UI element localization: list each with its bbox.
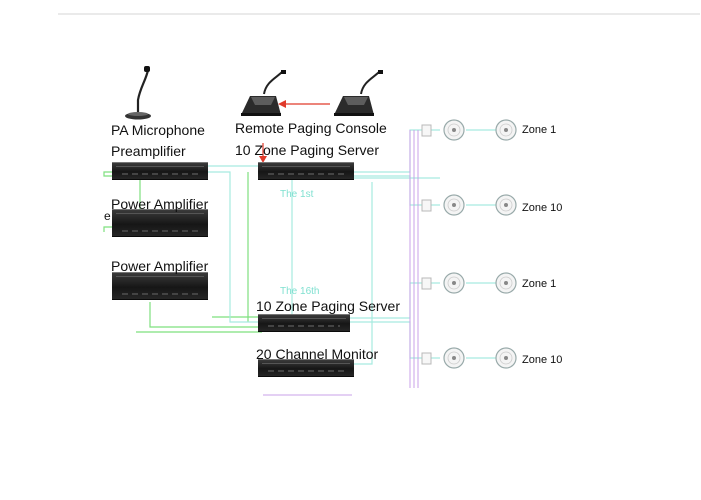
junction-boxes <box>421 124 432 365</box>
speaker-icon <box>495 119 517 141</box>
zone-label: Zone 10 <box>522 354 563 366</box>
speaker-icon <box>443 119 465 141</box>
zone-label: Zone 1 <box>522 278 557 290</box>
paging-console-1-icon <box>241 70 286 116</box>
remote-paging-console-label: Remote Paging Console <box>235 120 387 136</box>
power-amplifier-2-label: Power Amplifier <box>111 258 209 274</box>
speaker-icons <box>443 119 517 369</box>
speaker-icon <box>495 347 517 369</box>
speaker-icon <box>443 194 465 216</box>
pa-microphone-label: PA Microphone <box>111 122 205 138</box>
pa-microphone-icon <box>125 66 151 120</box>
stray-mark: e <box>104 209 111 223</box>
speaker-icon <box>443 347 465 369</box>
speaker-icon <box>443 272 465 294</box>
speaker-icon <box>495 194 517 216</box>
channel-monitor-label: 20 Channel Monitor <box>256 346 379 362</box>
power-amplifier-1-device <box>112 209 208 237</box>
red-arrow-head <box>278 100 286 108</box>
zone-label: Zone 1 <box>522 124 557 136</box>
paging-server-top-device <box>258 162 354 180</box>
zone-label: Zone 10 <box>522 202 563 214</box>
paging-server-top-label: 10 Zone Paging Server <box>235 142 379 158</box>
channel-monitor-device <box>258 359 354 377</box>
power-amplifier-2-device <box>112 272 208 300</box>
paging-server-bottom-device <box>258 314 350 332</box>
speaker-icon <box>495 272 517 294</box>
paging-server-bottom-label: 10 Zone Paging Server <box>256 298 400 314</box>
green-links <box>103 171 262 333</box>
the-1st-label: The 1st <box>280 189 314 200</box>
preamplifier-label: Preamplifier <box>111 143 186 159</box>
preamplifier-device <box>112 162 208 180</box>
paging-console-2-icon <box>334 70 383 116</box>
red-down-arrow <box>259 156 267 163</box>
power-amplifier-1-label: Power Amplifier <box>111 196 209 212</box>
the-16th-label: The 16th <box>280 286 320 297</box>
violet-bus <box>263 130 419 396</box>
